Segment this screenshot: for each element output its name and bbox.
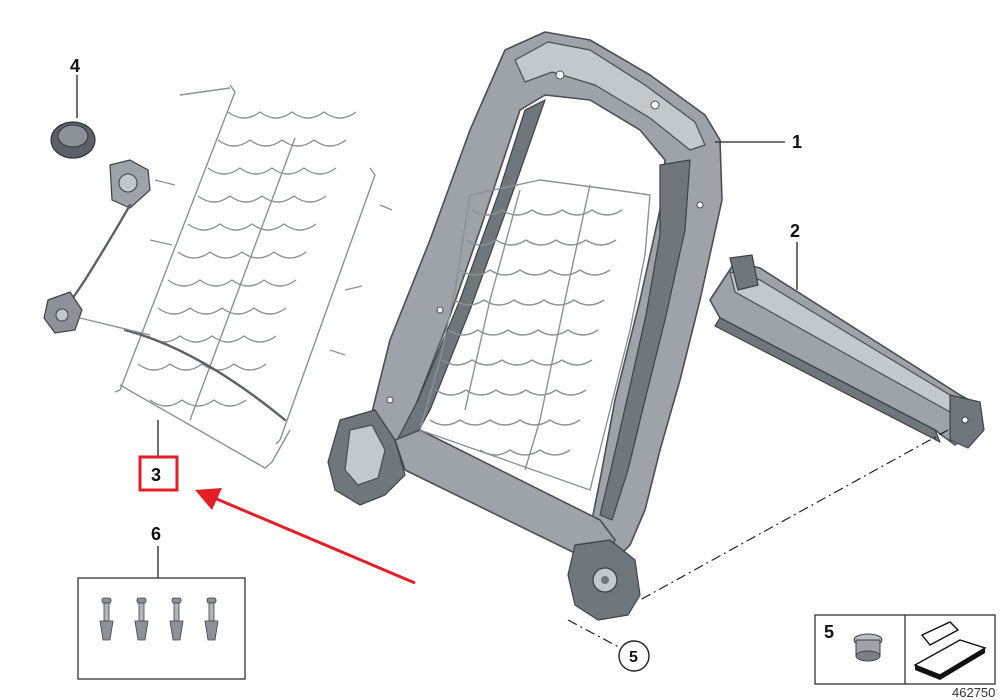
callout-3-label: 3 [151, 465, 161, 485]
fastener-set-box[interactable] [77, 577, 246, 680]
crossmember-bar[interactable] [709, 254, 985, 449]
callout-4: 4 [70, 56, 80, 118]
callout-1-label: 1 [792, 132, 802, 152]
callout-3-highlight-box [138, 455, 179, 492]
rubber-buffer-inset[interactable]: 5 [814, 614, 996, 685]
inset-callout-5-label: 5 [824, 622, 834, 642]
circled-callout-5-label: 5 [629, 649, 638, 666]
seat-spring-mat[interactable] [114, 84, 393, 469]
callout-4-label: 4 [70, 56, 80, 76]
fastener-icon [99, 597, 114, 641]
callout-2-label: 2 [790, 221, 800, 241]
assembly-line [567, 619, 629, 653]
circled-callout-5: 5 [618, 640, 650, 672]
frame-inner-spring-mat [419, 179, 651, 491]
callout-3[interactable]: 3 [138, 420, 179, 492]
fastener-icon [169, 597, 184, 641]
backrest-frame[interactable] [327, 31, 723, 621]
fastener-icon [204, 597, 219, 641]
fastener-icon [134, 597, 149, 641]
assembly-line [639, 429, 949, 601]
lumbar-adjuster[interactable] [43, 121, 151, 336]
red-arrow-icon [195, 488, 416, 585]
stacked-sheet-icon [913, 621, 987, 680]
rubber-buffer-icon [853, 633, 883, 662]
callout-2: 2 [790, 221, 800, 290]
callout-6-label: 6 [151, 524, 161, 544]
callout-6: 6 [151, 524, 161, 578]
diagram-reference-number: 462750 [952, 685, 995, 700]
callout-1: 1 [715, 132, 802, 152]
